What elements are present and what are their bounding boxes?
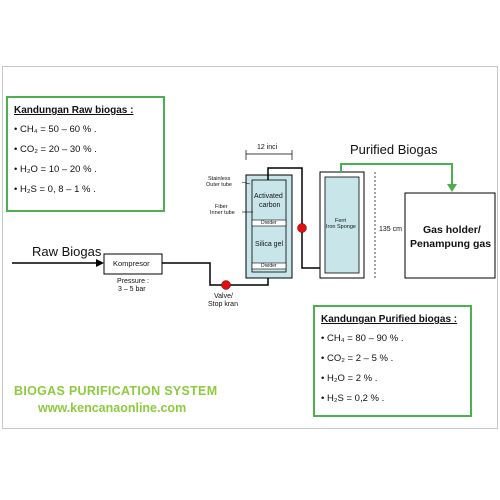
purified-biogas-label: Purified Biogas — [350, 142, 438, 157]
inlet-arrow — [96, 259, 104, 267]
valve-label-2: Stop kran — [208, 301, 238, 308]
raw-co2: • CO₂ = 20 – 30 % . — [14, 144, 97, 155]
transfer-pipe — [267, 167, 322, 269]
pressure-label-2: 3 – 5 bar — [118, 286, 146, 293]
footer-url[interactable]: www.kencanaonline.com — [38, 401, 187, 415]
purified-outlet-pipe — [340, 163, 453, 186]
raw-biogas-composition-box: Kandungan Raw biogas : • CH₄ = 50 – 60 %… — [6, 96, 165, 212]
gas-holder-label-2: Penampung gas — [410, 238, 492, 250]
valve-icon-2 — [297, 223, 307, 233]
compressor-box — [103, 253, 163, 275]
purified-arrow — [447, 184, 457, 192]
purified-co2: • CO₂ = 2 – 5 % . — [321, 353, 394, 364]
stainless-label-2: Outer tube — [206, 182, 232, 188]
raw-ch4: • CH₄ = 50 – 60 % . — [14, 124, 97, 135]
width-label: 12 inci — [257, 144, 278, 151]
stainless-label-1: Stainless — [208, 176, 231, 182]
ferri-label-2: Iron Sponge — [326, 224, 356, 230]
tank1-divider-top — [251, 219, 287, 227]
divider-label-bottom: Divider — [261, 263, 277, 269]
footer-title: BIOGAS PURIFICATION SYSTEM — [14, 384, 218, 398]
ferri-label-1: Ferri — [335, 218, 347, 224]
raw-biogas-label: Raw Biogas — [32, 244, 102, 259]
silica-gel-label: Silica gel — [255, 241, 284, 248]
purified-ch4: • CH₄ = 80 – 90 % . — [321, 333, 404, 344]
purified-biogas-heading: Kandungan Purified biogas : — [321, 314, 458, 325]
activated-carbon-label-2: carbon — [259, 202, 281, 209]
gas-holder-label-1: Gas holder/ — [423, 224, 481, 236]
purified-h2s: • H₂S = 0,2 % . — [321, 393, 385, 404]
gas-holder-box — [404, 192, 496, 279]
tank2-inner — [324, 176, 360, 274]
height-label: 135 cm — [379, 226, 402, 233]
fiber-label-2: Inner tube — [210, 210, 235, 216]
fiber-label-1: Fiber — [215, 204, 228, 210]
purified-h2o: • H₂O = 2 % . — [321, 373, 378, 384]
valve-label-1: Valve/ — [214, 293, 233, 300]
raw-h2o: • H₂O = 10 – 20 % . — [14, 164, 97, 175]
valve-icon — [221, 280, 231, 290]
purified-biogas-composition-box: Kandungan Purified biogas : • CH₄ = 80 –… — [313, 305, 472, 417]
raw-h2s: • H₂S = 0, 8 – 1 % . — [14, 184, 96, 195]
activated-carbon-label-1: Activated — [254, 193, 283, 200]
tank1-divider-bottom — [251, 262, 287, 270]
pressure-label-1: Pressure : — [117, 278, 149, 285]
compressor-label: Kompresor — [113, 259, 150, 268]
compressor-outlet-pipe — [162, 262, 269, 286]
diagram-frame — [2, 66, 498, 429]
raw-biogas-heading: Kandungan Raw biogas : — [14, 105, 134, 116]
divider-label-top: Divider — [261, 220, 277, 226]
